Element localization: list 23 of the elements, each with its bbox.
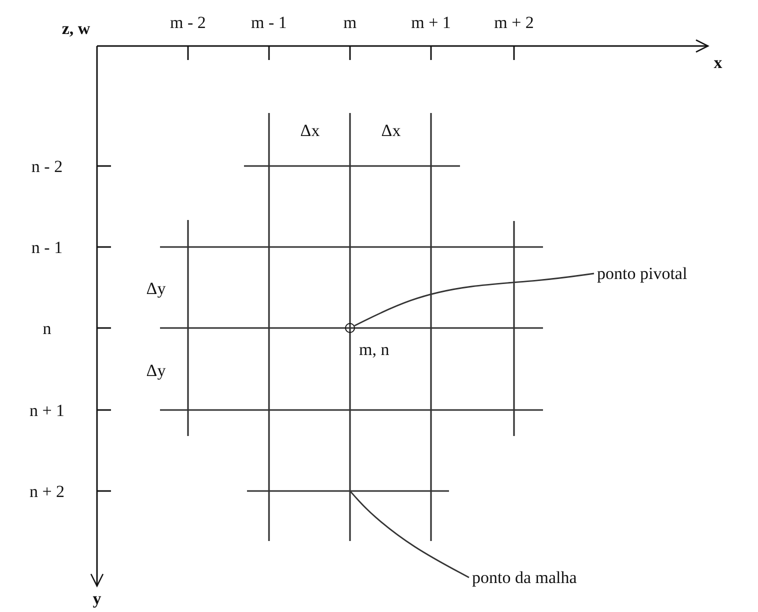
column-label: m + 1 [411,14,451,30]
column-label: m - 2 [170,14,206,30]
row-label: n - 2 [31,158,63,174]
column-label: m [343,14,357,30]
leader-line [354,272,594,326]
axis-label: x [714,54,722,70]
leader-line [349,490,470,578]
column-label: m + 2 [494,14,534,30]
axis-label: y [92,590,102,606]
callout-text: ponto da malha [472,569,577,586]
callout-text: ponto pivotal [597,265,688,282]
spacing-label: Δx [300,122,320,138]
row-label: n [42,320,52,336]
row-label: n + 1 [29,402,65,418]
row-label: n + 2 [29,482,65,500]
point-label: m, n [359,341,390,358]
row-label: n - 1 [31,238,63,256]
axis-label: z, w [62,20,90,36]
column-label: m - 1 [251,14,287,30]
grid-point-marker [345,323,355,333]
spacing-label: Δy [146,362,166,378]
spacing-label: Δy [146,280,166,296]
spacing-label: Δx [381,122,401,138]
